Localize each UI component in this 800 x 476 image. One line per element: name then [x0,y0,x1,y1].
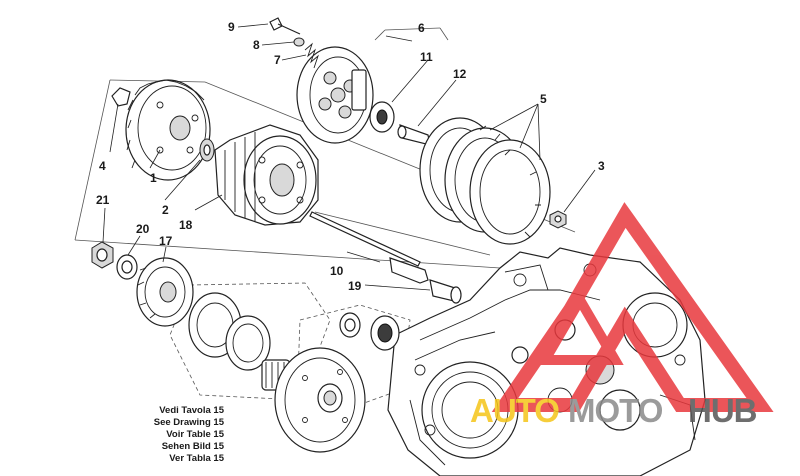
part-8-spring-washer [293,37,305,47]
callout-8: 8 [253,38,260,52]
watermark-word-auto: AUTO [470,392,559,429]
part-19-bushing [429,279,462,304]
part-20-washer [116,254,138,280]
watermark-word-moto: MOTO [568,392,663,429]
callout-9: 9 [228,20,235,34]
callout-12: 12 [453,67,467,81]
part-6-pressure-plate [296,46,374,144]
driven-sprocket [274,347,366,453]
note-line-fr: Voir Table 15 [166,429,224,440]
watermark-logo: AUTO MOTO HUB [470,202,774,429]
callout-7: 7 [274,53,281,67]
part-5-clutch-plates [419,117,551,245]
note-line-en: See Drawing 15 [154,417,225,428]
see-drawing-15-note: Vedi Tavola 15 See Drawing 15 Voir Table… [154,405,225,464]
callout-6: 6 [418,21,425,35]
part-18-clutch-drum [214,124,319,226]
part-12-thrust-pin [397,124,431,146]
part-21-nut [91,241,114,269]
callout-19: 19 [348,279,362,293]
part-7-spring [304,42,319,69]
note-line-it: Vedi Tavola 15 [159,405,224,416]
part-17-clutch-hub [136,257,194,327]
callout-2: 2 [162,203,169,217]
part-3-nut [549,210,567,229]
callout-1: 1 [150,171,157,185]
note-line-de: Sehen Bild 15 [162,441,225,452]
primary-gear-assembly [188,292,291,391]
callout-10: 10 [330,264,344,278]
part-10-push-rod [309,211,429,284]
callout-20: 20 [136,222,150,236]
seal-and-bearing-group [339,312,400,351]
leader-lines [102,23,596,291]
note-line-es: Ver Tabla 15 [169,453,224,464]
part-4-circlip [111,87,131,107]
callout-5: 5 [540,92,547,106]
callout-3: 3 [598,159,605,173]
callout-11: 11 [420,50,433,64]
callout-17: 17 [159,234,173,248]
part-2-washer [199,138,215,162]
callout-18: 18 [179,218,193,232]
callout-4: 4 [99,159,106,173]
watermark-word-hub: HUB [688,392,757,429]
watermark-triangle-inner [536,290,624,365]
part-1-clutch-bell-housing [125,79,211,181]
callout-21: 21 [96,193,110,207]
part-9-bolt [269,17,301,35]
callout-labels: 1 2 3 4 5 6 7 8 9 10 11 12 17 18 19 20 2… [96,20,605,293]
part-11-bearing [369,101,395,133]
